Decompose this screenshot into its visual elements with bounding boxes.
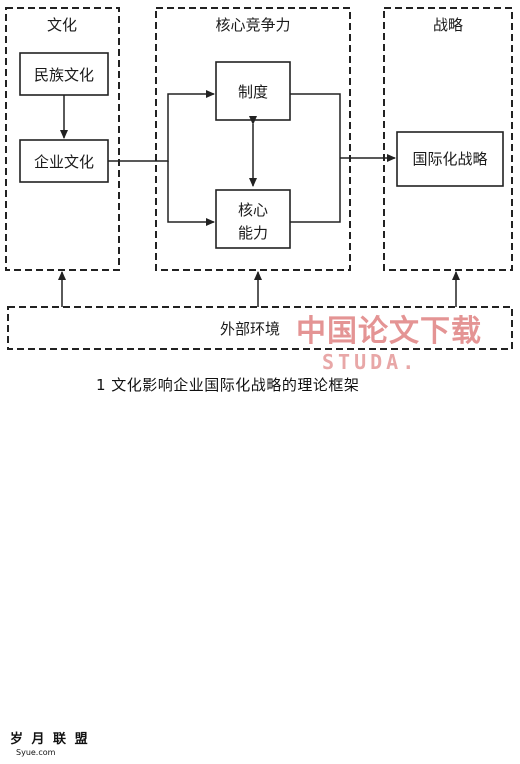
node-system-label: 制度	[238, 83, 268, 101]
external-environment-region	[7, 306, 513, 350]
culture-region	[5, 7, 120, 271]
site-logo: 岁 月 联 盟 Syue.com	[6, 728, 96, 764]
node-ethnic-culture	[19, 52, 109, 96]
strategy-region	[383, 7, 513, 271]
node-system	[215, 61, 291, 121]
node-corporate-culture	[19, 139, 109, 183]
edge-system-to-merge	[290, 93, 341, 158]
edge-corporate-to-system	[108, 90, 215, 162]
strategy-region-title: 战略	[433, 16, 463, 34]
culture-region-title: 文化	[47, 16, 77, 34]
edge-corporate-to-capability	[167, 161, 215, 226]
node-capability-label-line1: 核心	[238, 201, 268, 219]
logo-sub-text: Syue.com	[16, 748, 56, 757]
node-capability	[215, 189, 291, 249]
node-corporate-culture-label: 企业文化	[34, 153, 94, 171]
core-competence-region-title: 核心竞争力	[215, 16, 290, 34]
node-ethnic-culture-label: 民族文化	[34, 66, 94, 84]
core-competence-region	[155, 7, 351, 271]
edge-capability-to-merge	[290, 158, 341, 223]
culture-strategy-framework-diagram: 文化 核心竞争力 战略 外部环境 民族文化 企业文化 制度 核心 能力 国际化战…	[5, 7, 513, 350]
node-internationalization-strategy-label: 国际化战略	[412, 150, 487, 168]
figure-caption: 岁 月 联 盟 Syue.com 1 文化影响企业国际化战略的理论框架	[0, 366, 520, 757]
external-environment-label: 外部环境	[220, 320, 280, 338]
caption-text: 1 文化影响企业国际化战略的理论框架	[96, 376, 360, 394]
node-internationalization-strategy	[396, 131, 504, 187]
node-capability-label-line2: 能力	[238, 224, 268, 242]
logo-main-text: 岁 月 联 盟	[10, 732, 90, 747]
